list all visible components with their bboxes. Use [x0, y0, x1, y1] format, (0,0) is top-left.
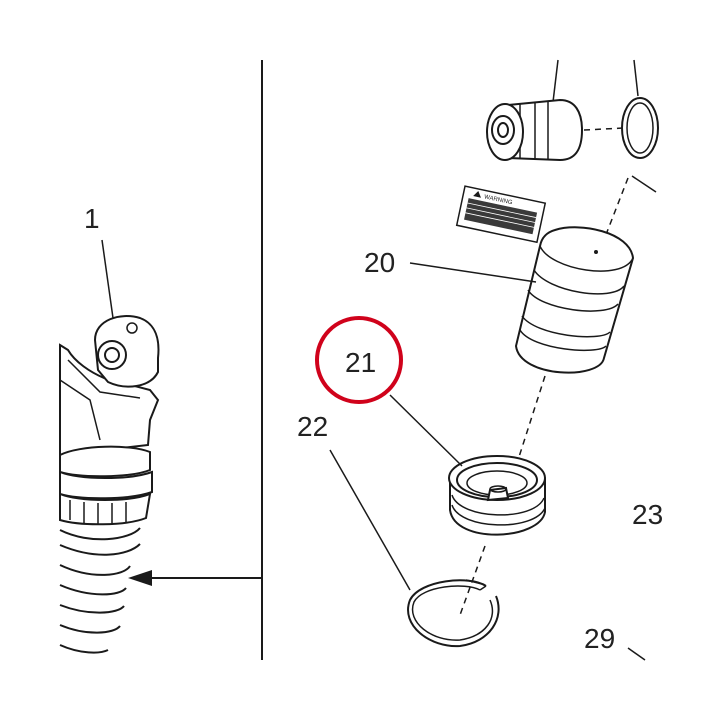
callout-29: 29: [584, 623, 615, 654]
callout-20: 20: [364, 247, 395, 278]
callout-22: 22: [297, 411, 328, 442]
detail-arrow-head: [128, 570, 152, 586]
warning-label: WARNING: [455, 185, 547, 244]
snap-ring: [407, 579, 500, 648]
valve-fitting: [486, 59, 625, 162]
o-ring: [599, 59, 659, 251]
leader-line-20: [409, 262, 537, 283]
callout-23: 23: [632, 499, 663, 530]
leader-line-21: [389, 394, 463, 467]
warning-label-heading: WARNING: [483, 194, 513, 206]
callout-21: 21: [345, 347, 376, 378]
reservoir-canister: [514, 226, 635, 461]
leader-line-22: [329, 449, 411, 591]
reservoir-cap: [448, 455, 546, 616]
callout-21-highlight-circle: [315, 316, 403, 404]
shock-absorber: [59, 315, 160, 654]
leader-line-1: [101, 239, 114, 319]
leader-line-29: [627, 647, 646, 661]
callout-1: 1: [84, 203, 100, 234]
